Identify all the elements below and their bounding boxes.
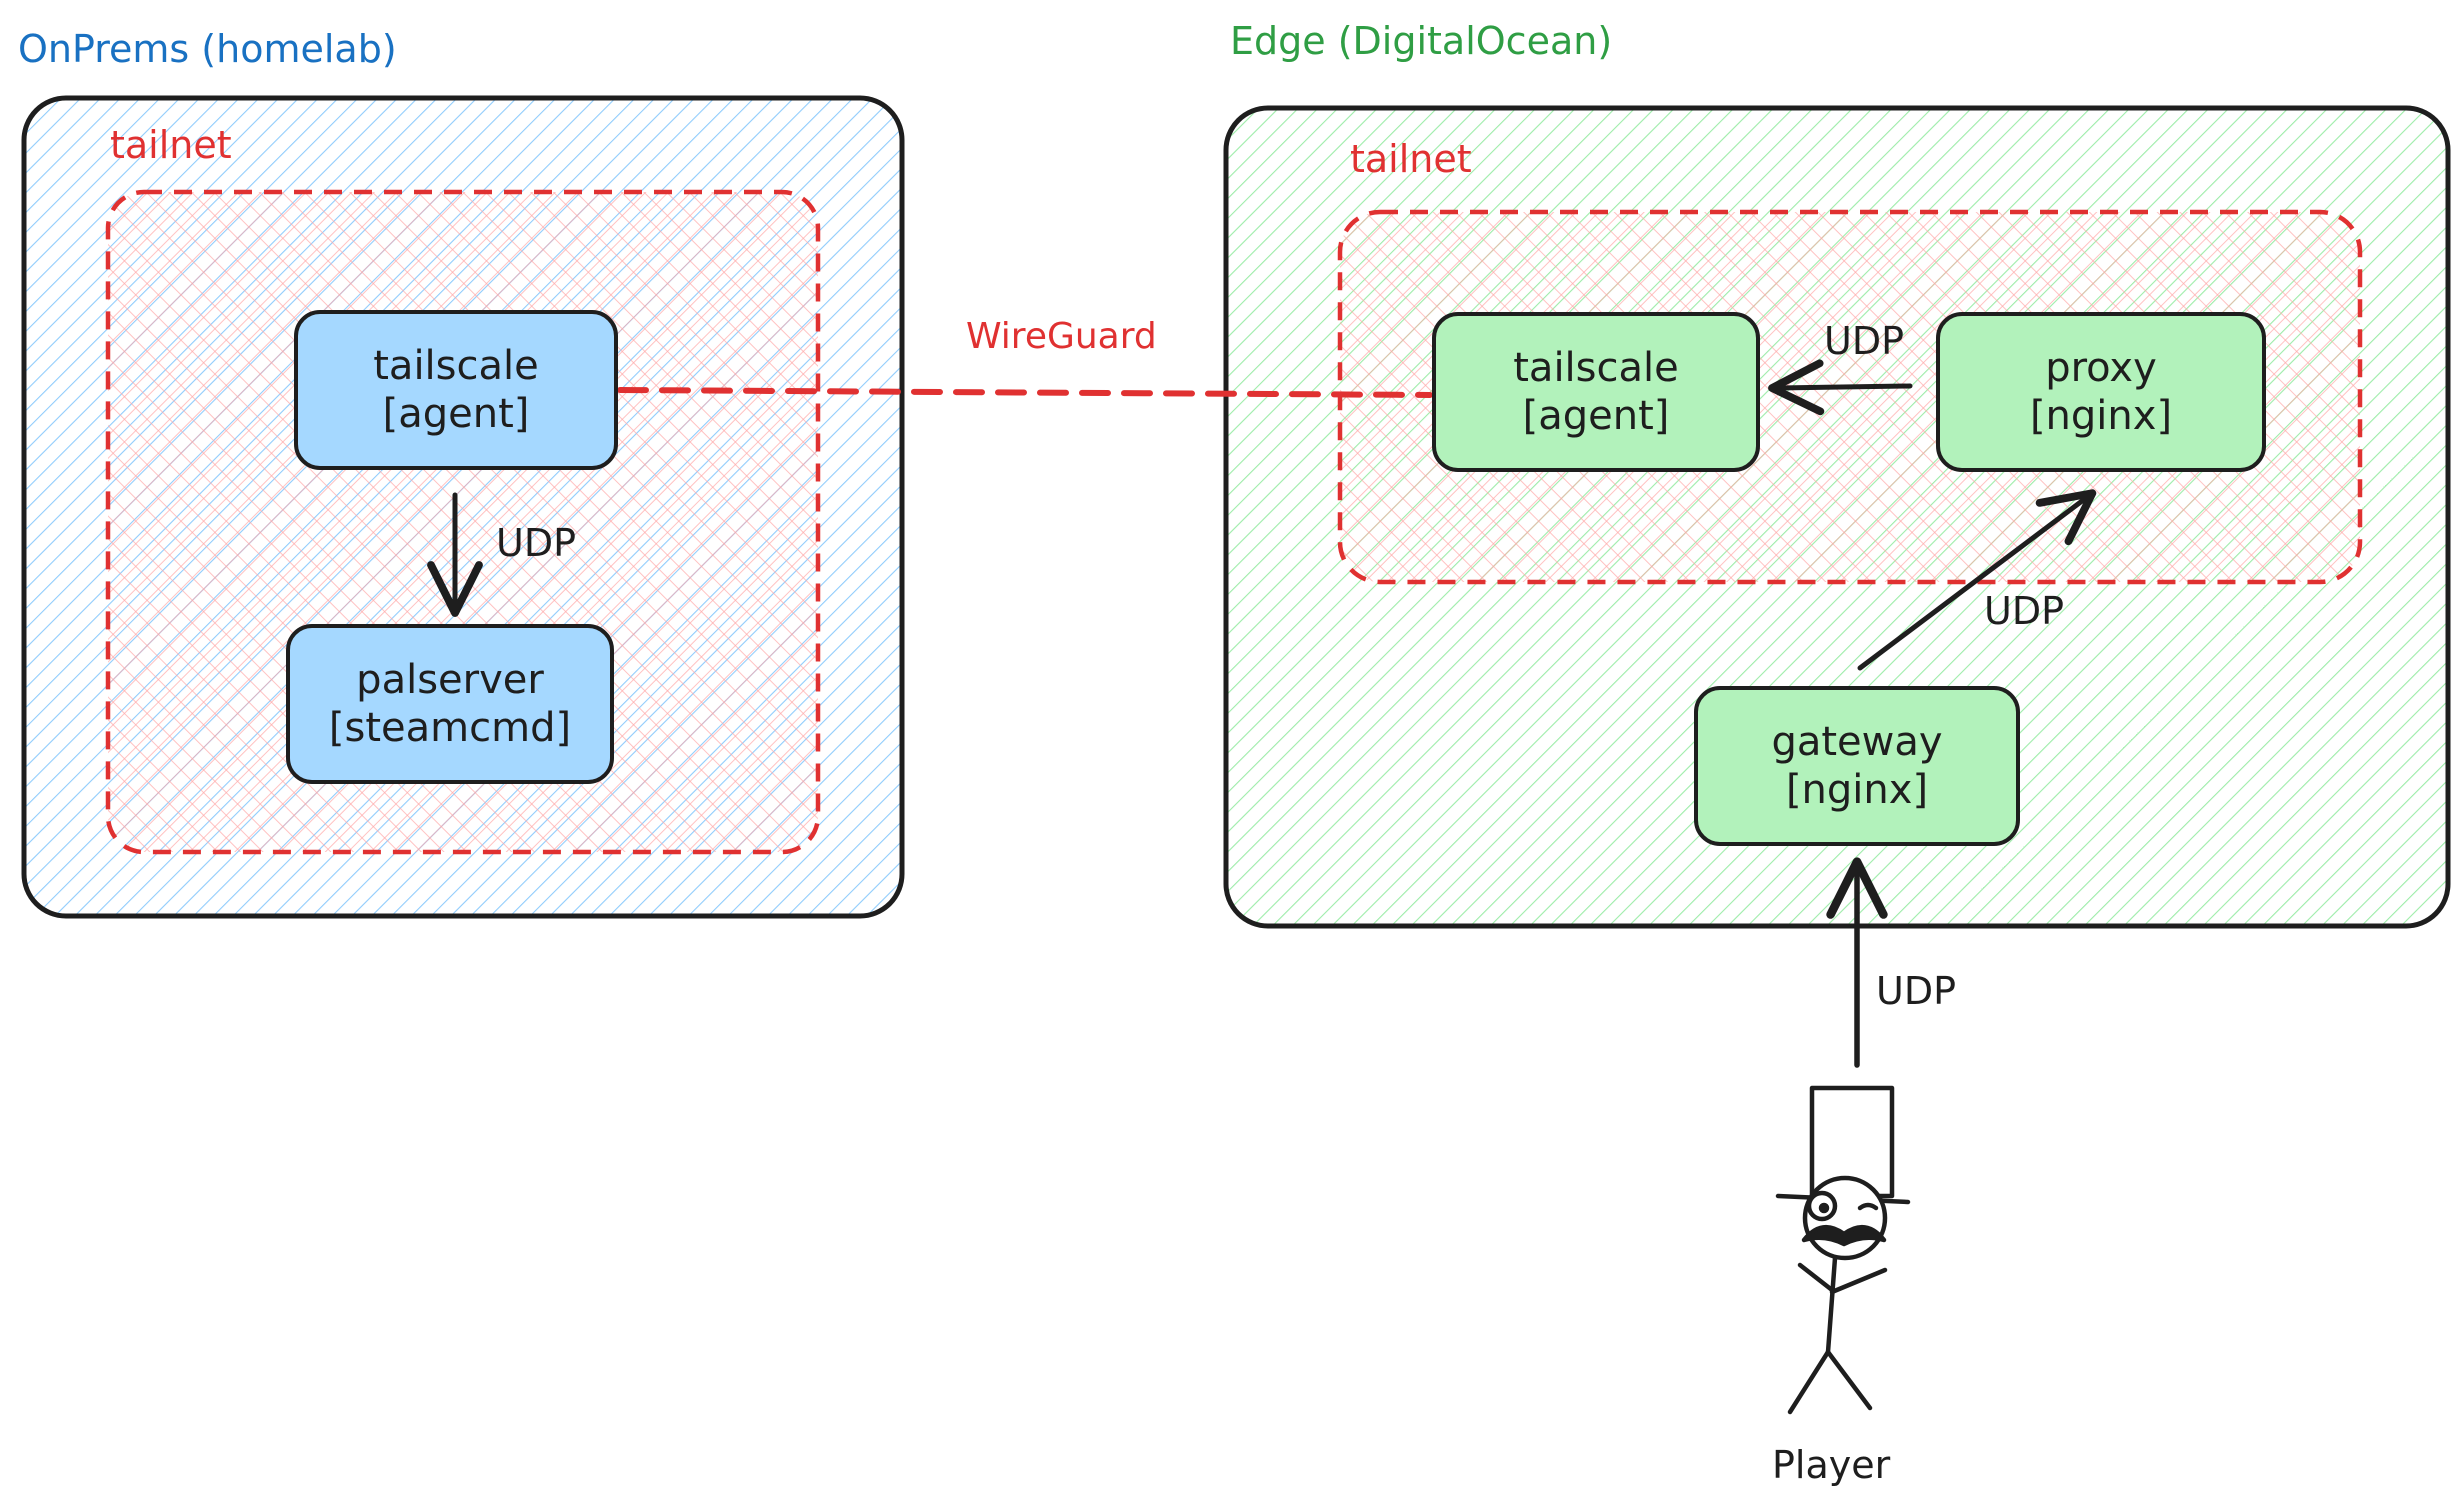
onprem-tailnet-boundary (105, 189, 821, 855)
onprem-palserver-node[interactable]: palserver [steamcmd] (286, 624, 614, 784)
edge-title: Edge (DigitalOcean) (1230, 19, 1613, 63)
node-name: tailscale (1513, 345, 1679, 391)
wireguard-label: WireGuard (966, 316, 1157, 357)
onprem-title: OnPrems (homelab) (18, 27, 397, 71)
player-label: Player (1772, 1443, 1891, 1487)
edge-tailnet-label: tailnet (1350, 137, 1472, 181)
arrow-gateway-to-proxy (1857, 489, 2097, 671)
node-name: gateway (1771, 719, 1943, 765)
player-figure (1775, 1085, 1911, 1415)
edge-proxy-node[interactable]: proxy [nginx] (1936, 312, 2266, 472)
proxy-to-agent-udp-label: UDP (1824, 319, 1904, 363)
node-tag: [nginx] (1785, 767, 1929, 813)
player-udp-label: UDP (1876, 969, 1956, 1013)
wireguard-link (617, 387, 1433, 398)
arrow-proxy-to-agent (1768, 359, 1913, 416)
onprem-udp-label: UDP (496, 521, 576, 565)
gateway-to-proxy-udp-label: UDP (1984, 589, 2064, 633)
node-name: palserver (356, 657, 544, 703)
node-tag: [nginx] (2029, 393, 2173, 439)
node-name: tailscale (373, 343, 539, 389)
onprem-tailnet-label: tailnet (110, 123, 232, 167)
edge-tailscale-node[interactable]: tailscale [agent] (1432, 312, 1760, 472)
onprem-tailscale-node[interactable]: tailscale [agent] (294, 310, 618, 470)
node-tag: [agent] (382, 391, 530, 437)
node-tag: [agent] (1522, 393, 1670, 439)
node-tag: [steamcmd] (328, 705, 572, 751)
edge-gateway-node[interactable]: gateway [nginx] (1694, 686, 2020, 846)
node-name: proxy (2045, 345, 2157, 391)
